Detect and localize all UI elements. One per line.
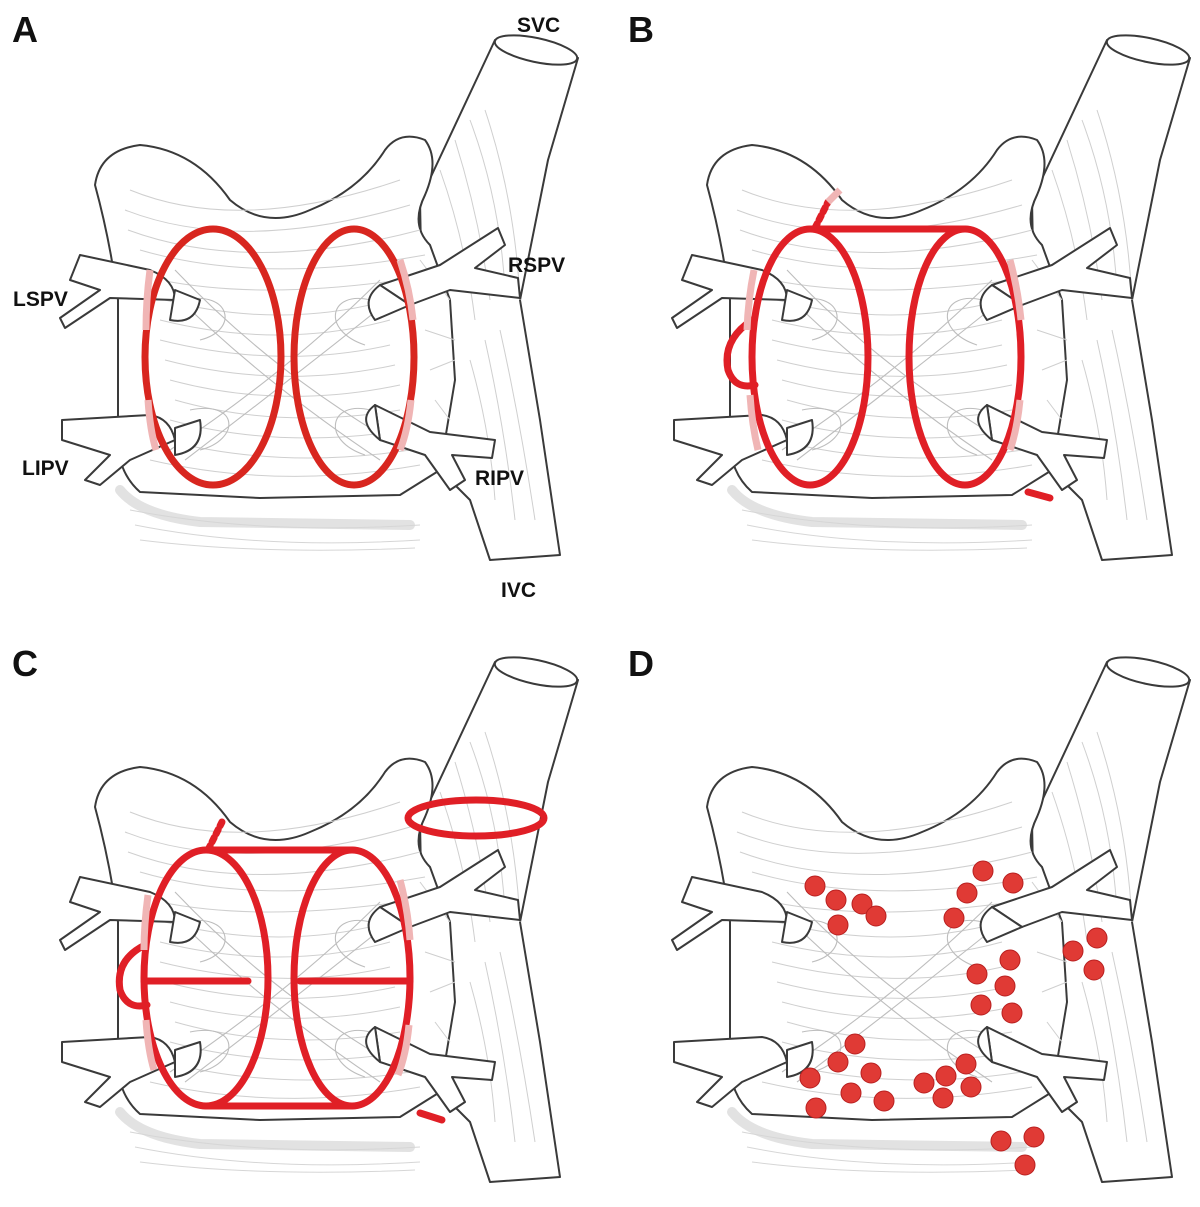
pv-isolation-lesions bbox=[141, 225, 418, 489]
atrium-diagram-c bbox=[60, 652, 580, 1182]
gp-dot bbox=[966, 963, 988, 985]
right-pv-encircling-lesion bbox=[290, 225, 418, 489]
gp-dot bbox=[805, 1097, 827, 1119]
gp-dot bbox=[970, 994, 992, 1016]
gp-dot bbox=[913, 1072, 935, 1094]
panel-a: A SVC LSPV LIPV RSPV RIPV IVC bbox=[12, 9, 580, 602]
cs-line bbox=[1024, 488, 1054, 502]
gp-dot bbox=[825, 889, 847, 911]
gp-dot bbox=[1086, 927, 1108, 949]
gp-dot bbox=[960, 1076, 982, 1098]
gp-dot bbox=[1083, 959, 1105, 981]
gp-dot bbox=[999, 949, 1021, 971]
gp-dot bbox=[990, 1130, 1012, 1152]
gp-dot bbox=[1001, 1002, 1023, 1024]
gp-dot bbox=[943, 907, 965, 929]
gp-dot bbox=[860, 1062, 882, 1084]
label-ripv: RIPV bbox=[475, 467, 524, 490]
panel-letter-b: B bbox=[628, 9, 654, 50]
box-lesion-set-c bbox=[115, 796, 548, 1124]
gp-dot bbox=[994, 975, 1016, 997]
gp-dot bbox=[827, 914, 849, 936]
label-svc: SVC bbox=[517, 14, 560, 37]
label-lipv: LIPV bbox=[22, 457, 69, 480]
label-rspv: RSPV bbox=[508, 254, 565, 277]
mitral-isthmus-line bbox=[115, 941, 151, 1010]
gp-dot bbox=[865, 905, 887, 927]
appendage-line bbox=[204, 818, 226, 854]
ganglionated-plexi bbox=[799, 860, 1108, 1176]
gp-dot bbox=[955, 1053, 977, 1075]
gp-dot bbox=[1002, 872, 1024, 894]
mitral-isthmus-line bbox=[723, 316, 759, 390]
gp-dot bbox=[804, 875, 826, 897]
gp-dot bbox=[873, 1090, 895, 1112]
gp-dot bbox=[799, 1067, 821, 1089]
gp-dot bbox=[1062, 940, 1084, 962]
box-lesion-set-b bbox=[723, 187, 1054, 502]
gp-dot bbox=[956, 882, 978, 904]
atrium-diagram-d bbox=[672, 652, 1192, 1182]
cs-line bbox=[416, 1109, 446, 1124]
label-lspv: LSPV bbox=[13, 288, 68, 311]
panel-letter-c: C bbox=[12, 643, 38, 684]
gp-dot bbox=[935, 1065, 957, 1087]
panel-b: B bbox=[628, 9, 1192, 560]
gp-dot bbox=[851, 893, 873, 915]
label-ivc: IVC bbox=[501, 579, 536, 602]
gp-dot bbox=[932, 1087, 954, 1109]
gp-dot bbox=[827, 1051, 849, 1073]
panel-letter-a: A bbox=[12, 9, 38, 50]
gp-dot bbox=[1014, 1154, 1036, 1176]
gp-dot bbox=[972, 860, 994, 882]
panel-d: D bbox=[628, 643, 1192, 1182]
appendage-line bbox=[811, 198, 832, 232]
gp-dot bbox=[844, 1033, 866, 1055]
gp-dot bbox=[1023, 1126, 1045, 1148]
svc-isolation-ring bbox=[404, 796, 548, 840]
panel-c: C bbox=[12, 643, 580, 1182]
gp-dot bbox=[840, 1082, 862, 1104]
panel-letter-d: D bbox=[628, 643, 654, 684]
left-pv-encircling-lesion bbox=[141, 225, 285, 489]
